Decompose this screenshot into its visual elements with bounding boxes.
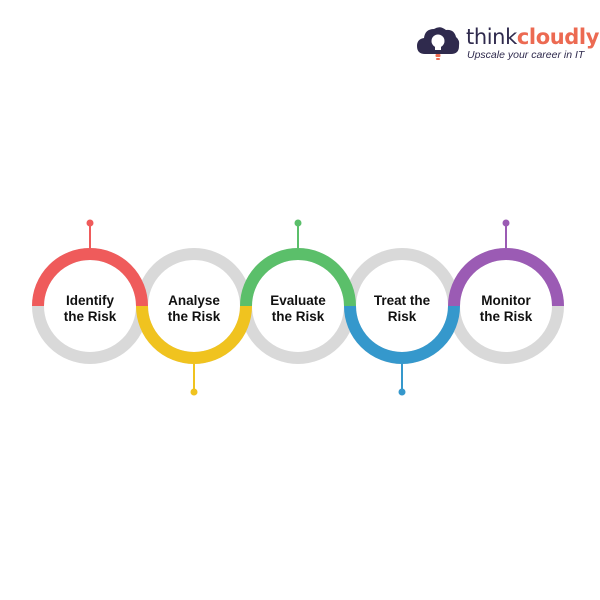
- brand-logo: thinkcloudly Upscale your career in IT: [416, 24, 599, 64]
- step-label-1-line1: Identify: [66, 293, 114, 308]
- step-label-3-line1: Evaluate: [270, 293, 326, 308]
- brand-name-cloudly: cloudly: [516, 25, 600, 49]
- step-dot-4: [398, 388, 406, 396]
- step-label-4-line1: Treat the: [374, 293, 431, 308]
- cloud-bulb-icon: [417, 27, 460, 60]
- step-label-1-line2: the Risk: [64, 309, 117, 324]
- step-arc-3: [240, 248, 356, 307]
- brand-name: thinkcloudly: [466, 25, 599, 49]
- step-arc-5: [448, 248, 564, 307]
- step-dot-2: [190, 388, 198, 396]
- step-dot-1: [86, 219, 94, 227]
- brand-tagline: Upscale your career in IT: [467, 49, 585, 61]
- step-connectors: [86, 219, 510, 396]
- brand-name-think: think: [466, 25, 517, 49]
- step-dot-5: [502, 219, 510, 227]
- step-label-3-line2: the Risk: [272, 309, 325, 324]
- step-dot-3: [294, 219, 302, 227]
- step-label-5-line2: the Risk: [480, 309, 533, 324]
- step-label-2-line2: the Risk: [168, 309, 221, 324]
- step-label-2-line1: Analyse: [168, 293, 220, 308]
- step-label-4-line2: Risk: [388, 309, 417, 324]
- step-arcs: [32, 248, 564, 364]
- step-arc-1: [32, 248, 148, 307]
- step-arc-2: [136, 305, 252, 364]
- step-arc-4: [344, 305, 460, 364]
- step-label-5-line1: Monitor: [481, 293, 531, 308]
